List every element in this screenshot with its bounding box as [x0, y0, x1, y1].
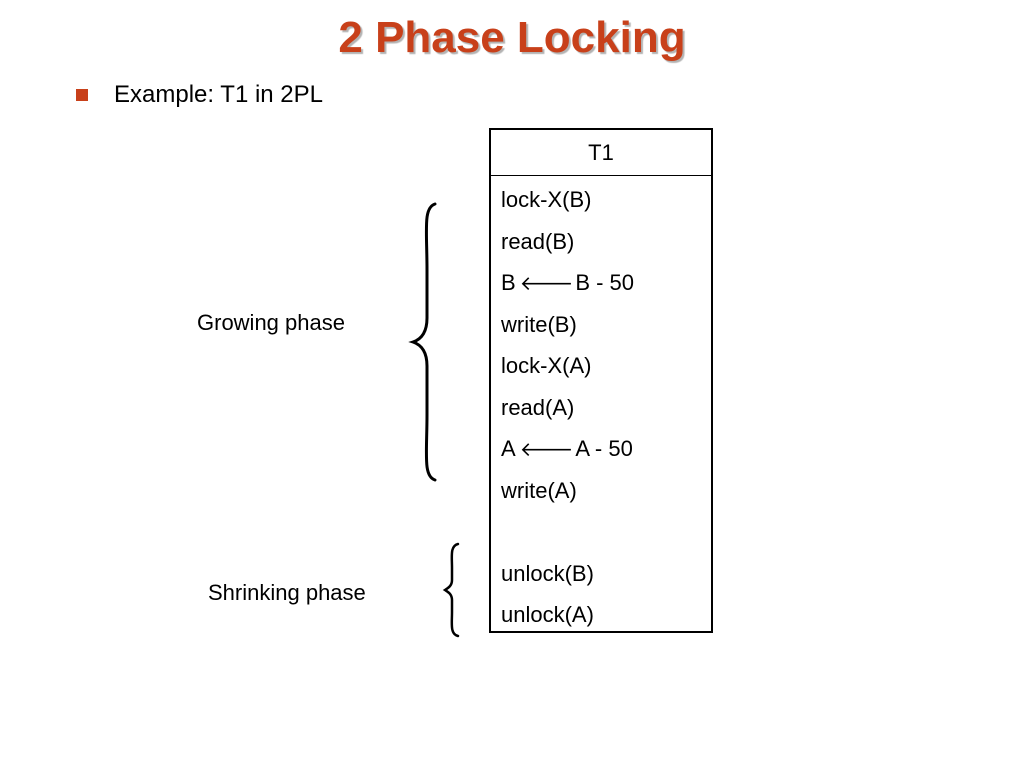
- operation-row-empty: [491, 511, 711, 553]
- operation-row: write(A): [491, 470, 711, 512]
- operation-text: write(B): [501, 311, 577, 337]
- slide-title: 2 Phase Locking: [338, 13, 686, 62]
- operation-text: write(A): [501, 477, 577, 503]
- operation-row: read(A): [491, 387, 711, 429]
- operation-row: unlock(B): [491, 553, 711, 595]
- operation-text: read(B): [501, 228, 575, 254]
- operation-row: B🡐B - 50: [491, 262, 711, 304]
- shrinking-phase-brace-icon: [442, 542, 460, 638]
- operation-row: A🡐A - 50: [491, 428, 711, 470]
- arrow-left-icon: 🡐: [519, 271, 574, 295]
- assignment-lhs: B: [501, 270, 516, 295]
- operation-row: read(B): [491, 221, 711, 263]
- operation-row: unlock(A): [491, 594, 711, 636]
- operation-text: read(A): [501, 394, 575, 420]
- operation-row: lock-X(B): [491, 179, 711, 221]
- growing-phase-brace-icon: [408, 202, 437, 482]
- table-header: T1: [491, 130, 711, 176]
- bullet-square-icon: [76, 89, 88, 101]
- table-body: lock-X(B) read(B) B🡐B - 50 write(B) lock…: [491, 176, 711, 636]
- operation-row: lock-X(A): [491, 345, 711, 387]
- operation-text: unlock(A): [501, 602, 594, 627]
- operation-text: unlock(B): [501, 560, 594, 586]
- arrow-left-icon: 🡐: [519, 437, 574, 461]
- operation-row: write(B): [491, 304, 711, 346]
- assignment-lhs: A: [501, 436, 516, 461]
- assignment-rhs: B - 50: [575, 270, 635, 295]
- assignment-rhs: A - 50: [575, 436, 633, 461]
- operation-text: lock-X(B): [501, 187, 592, 212]
- growing-phase-label: Growing phase: [197, 310, 345, 335]
- operation-text: lock-X(A): [501, 353, 592, 378]
- bullet-item: Example: T1 in 2PL: [76, 80, 323, 110]
- transaction-table: T1 lock-X(B) read(B) B🡐B - 50 write(B) l…: [489, 128, 713, 633]
- bullet-text: Example: T1 in 2PL: [114, 81, 324, 108]
- shrinking-phase-label: Shrinking phase: [208, 580, 366, 605]
